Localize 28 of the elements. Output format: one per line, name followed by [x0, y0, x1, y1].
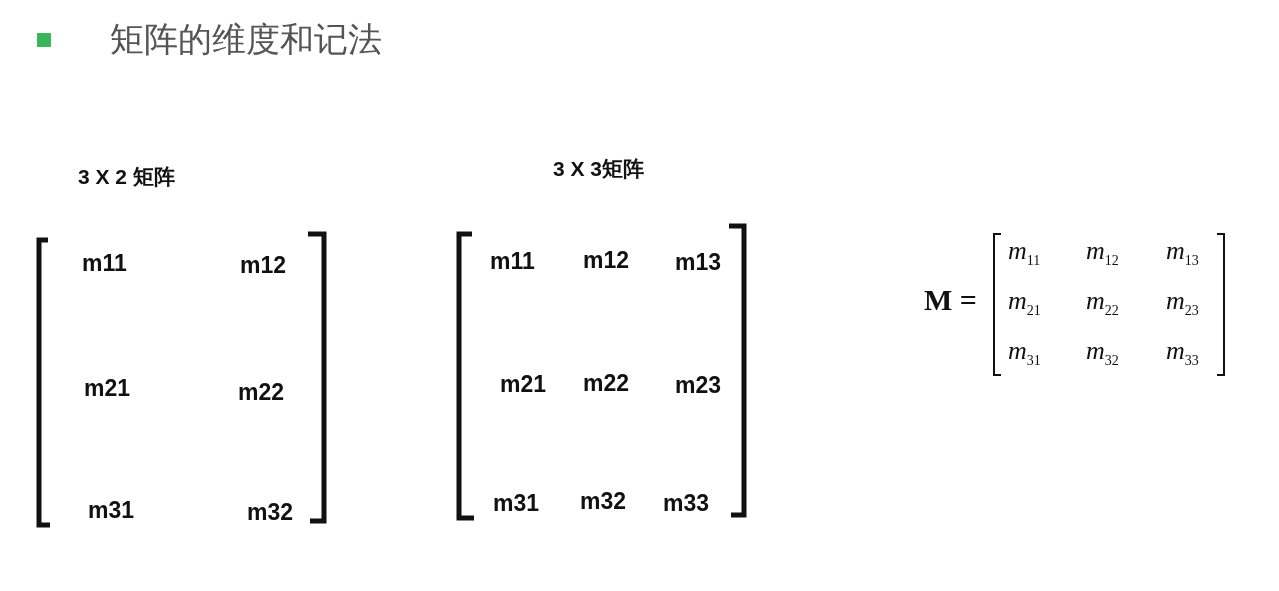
matrix-entry: m$_{33}$ [1166, 338, 1199, 369]
matrix-entry: m$_{23}$ [1166, 288, 1199, 319]
matrix-entry: m$_{11}$ [1008, 238, 1041, 269]
matrix-heading: 3 X 2 矩阵 [78, 166, 175, 187]
matrix-entry: m32 [247, 501, 294, 524]
matrix-entry: m13 [675, 251, 722, 274]
matrix-entry: m31 [493, 492, 540, 515]
matrix-entry: m$_{32}$ [1086, 338, 1119, 369]
matrix-entry: m11 [490, 250, 535, 273]
matrix-symbol: M = [924, 285, 977, 315]
matrix-entry: m$_{22}$ [1086, 288, 1119, 319]
matrix-entry: m$_{12}$ [1086, 238, 1119, 269]
matrix-entry: m22 [238, 381, 285, 404]
matrix-entry: m12 [240, 254, 287, 277]
matrix-heading: 3 X 3矩阵 [553, 158, 645, 179]
matrix-entry: m23 [675, 374, 722, 397]
matrix-entry: m33 [663, 492, 710, 515]
matrix-entry: m12 [583, 249, 630, 272]
matrix-entry: m22 [583, 372, 630, 395]
matrix-entry: m21 [500, 373, 547, 396]
matrix-entry: m$_{13}$ [1166, 238, 1199, 269]
matrix-entry: m$_{31}$ [1008, 338, 1041, 369]
matrix-entry: m21 [84, 377, 131, 400]
slide-title: 矩阵的维度和记法 [110, 22, 382, 56]
matrix-entry: m$_{21}$ [1008, 288, 1041, 319]
matrix-entry: m32 [580, 490, 627, 513]
matrix-entry: m31 [88, 499, 135, 522]
matrix-entry: m11 [82, 252, 127, 275]
